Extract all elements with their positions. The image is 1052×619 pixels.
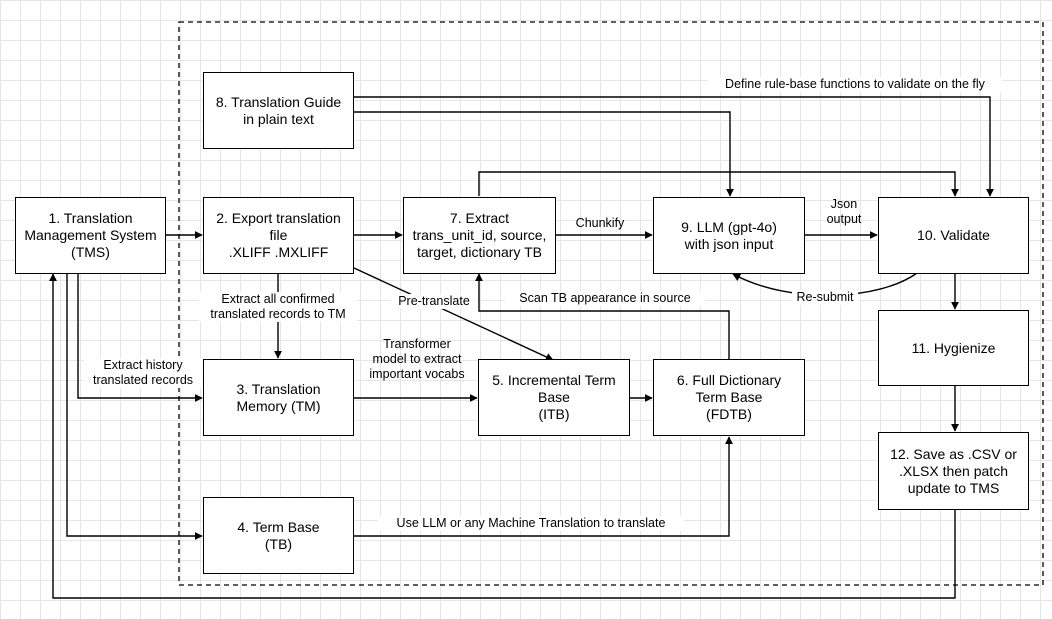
edge-export-itb	[353, 267, 554, 361]
node-export: 2. Export translation file .XLIFF .MXLIF…	[203, 197, 354, 274]
node-tms: 1. Translation Management System (TMS)	[15, 197, 166, 274]
label-rule-base: Define rule-base functions to validate o…	[708, 77, 1002, 92]
node-validate: 10. Validate	[878, 197, 1029, 274]
node-save: 12. Save as .CSV or .XLSX then patch upd…	[878, 432, 1029, 510]
edge-guide-validate	[354, 96, 994, 197]
node-tb: 4. Term Base (TB)	[203, 497, 354, 574]
node-fdtb: 6. Full Dictionary Term Base (FDTB)	[653, 359, 805, 436]
edge-fdtb-extract	[475, 273, 730, 359]
label-use-llm: Use LLM or any Machine Translation to tr…	[378, 516, 684, 531]
node-itb: 5. Incremental Term Base (ITB)	[478, 359, 630, 436]
edge-tb-fdtb	[354, 436, 733, 537]
edge-save-tms	[49, 273, 956, 599]
node-guide: 8. Translation Guide in plain text	[203, 72, 354, 149]
edge-tms-tm	[77, 274, 203, 402]
label-extract-confirmed: Extract all confirmed translated records…	[199, 292, 357, 322]
label-json-output: Json output	[826, 197, 862, 226]
label-transformer: Transformer model to extract important v…	[369, 337, 465, 381]
node-hygienize: 11. Hygienize	[878, 310, 1029, 386]
node-extract: 7. Extract trans_unit_id, source, target…	[403, 197, 556, 274]
edge-guide-llm	[354, 111, 734, 197]
label-scan-tb: Scan TB appearance in source	[505, 291, 705, 306]
node-llm: 9. LLM (gpt-4o) with json input	[653, 197, 805, 274]
label-pre-translate: Pre-translate	[391, 294, 477, 309]
pipeline-group-boundary	[178, 21, 1044, 586]
edge-tms-tb	[66, 274, 203, 540]
label-extract-history: Extract history translated records	[84, 358, 202, 388]
label-chunkify: Chunkify	[575, 216, 625, 230]
label-resubmit: Re-submit	[792, 290, 858, 305]
edge-extract-validate	[478, 171, 959, 197]
node-tm: 3. Translation Memory (TM)	[203, 359, 354, 436]
